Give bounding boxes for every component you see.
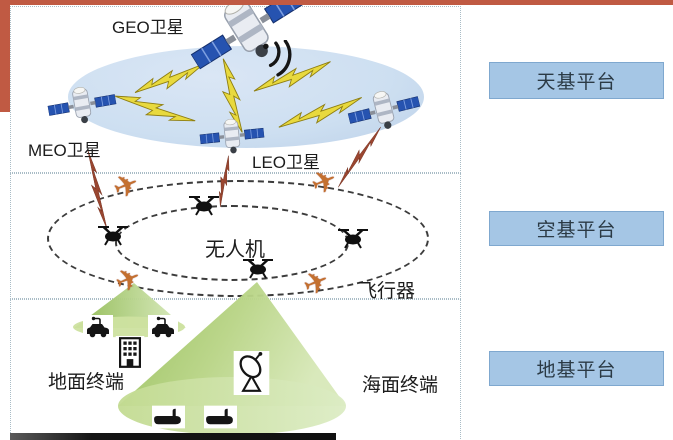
- comm-vehicle-icon: [82, 314, 114, 347]
- satellite-dish-icon: [233, 351, 270, 400]
- ground-section-frame: [10, 299, 461, 440]
- drone-icon: [336, 225, 370, 256]
- sea-terminal-label: 海面终端: [362, 375, 439, 396]
- platform-label-ground: 地基平台: [489, 351, 664, 386]
- ground-terminal-label: 地面终端: [48, 372, 125, 393]
- uav-orbit-outer: [47, 180, 429, 297]
- bottom-dark-band: [10, 433, 336, 440]
- air-section-frame: [10, 173, 461, 299]
- meo-satellite-label: MEO卫星: [28, 141, 101, 160]
- leo-satellite-label: LEO卫星: [252, 153, 321, 172]
- platform-label-space: 天基平台: [489, 62, 664, 99]
- aircraft-label: 飞行器: [358, 281, 416, 302]
- signal-waves-icon: [258, 39, 298, 78]
- drone-icon: [96, 222, 130, 253]
- ship-icon: [152, 405, 185, 434]
- uav-label: 无人机: [205, 239, 265, 261]
- comm-vehicle-icon: [147, 314, 179, 347]
- geo-satellite-label: GEO卫星: [112, 18, 184, 37]
- ship-icon: [204, 405, 237, 434]
- platform-label-air: 空基平台: [489, 211, 664, 246]
- drone-icon: [187, 192, 221, 223]
- left-accent-bar: [0, 0, 10, 112]
- base-station-icon: [115, 336, 145, 374]
- top-accent-bar: [0, 0, 673, 5]
